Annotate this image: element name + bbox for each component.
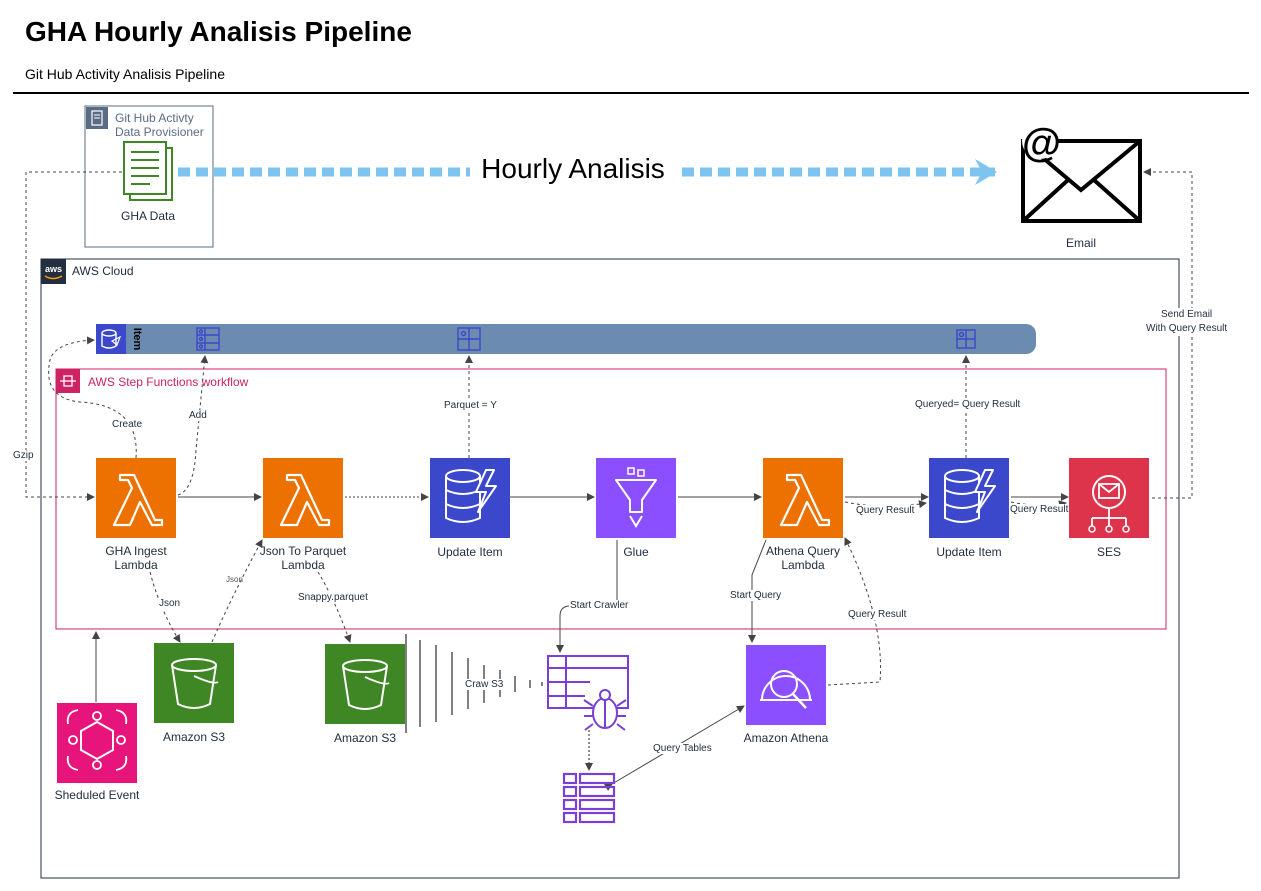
glue-icon [596,458,676,538]
aws-logo-icon [41,259,66,284]
edge-label-query-tables: Query Tables [652,743,713,754]
athena-lambda-label: Athena Query Lambda [765,544,841,572]
gha-data-document-icon [123,141,173,201]
edge-label-query-result-3: Query Result [847,609,908,620]
aws-cloud-label: AWS Cloud [72,264,134,278]
item-grid-icon-2 [956,329,976,349]
svg-text:@: @ [1022,121,1061,165]
step-functions-group [55,368,1167,630]
s3-icon-json [154,643,234,723]
update-item-1-label: Update Item [437,545,503,559]
step-functions-label: AWS Step Functions workflow [88,375,249,389]
ses-icon [1069,458,1149,538]
parquet-lambda-label: Json To Parquet Lambda [259,544,347,572]
s3-json-label: Amazon S3 [162,730,226,744]
glue-crawler-icon [547,655,629,731]
lambda-icon-athena-query [763,458,843,538]
lambda-icon-ingest [96,458,176,538]
item-tag [128,324,146,354]
email-label: Email [1065,236,1096,250]
athena-icon [746,645,826,725]
ingest-lambda-label: GHA Ingest Lambda [105,544,167,572]
edge-label-snappy: Snappy.parquet [297,592,369,603]
aws-cloud-group [40,258,1180,879]
edge-label-json: Json [158,598,182,609]
edge-label-json-small: Json [226,575,243,584]
dynamodb-table-bar [96,324,1036,354]
dynamodb-table-icon [96,324,126,354]
provisioner-group-label: Git Hub Activty Data Provisioner [115,111,204,139]
ses-label: SES [1096,545,1121,559]
header-divider [13,92,1249,94]
edge-label-start-crawler: Start Crawler [569,600,630,611]
dynamodb-icon-update-2 [929,458,1009,538]
gha-data-label: GHA Data [120,209,176,223]
athena-label: Amazon Athena [743,731,829,745]
scheduled-event-label: Sheduled Event [54,788,140,802]
scheduled-event-icon [57,703,137,783]
item-grid-icon-1 [457,327,481,351]
item-tag-label: Item [131,327,143,351]
page-subtitle: Git Hub Activity Analisis Pipeline [25,66,225,82]
email-icon: @ [1021,121,1142,223]
lambda-icon-parquet [263,458,343,538]
svg-text:aws: aws [45,264,62,274]
edge-label-add: Add [188,410,208,421]
hourly-analisis-label: Hourly Analisis [481,153,665,184]
edge-label-query-result-1: Query Result [855,505,916,516]
edge-label-send-email: Send Email With Query Result [1145,308,1229,336]
edge-label-gzip: Gzip [12,450,35,461]
edge-label-start-query: Start Query [729,590,783,601]
edge-label-create: Create [111,419,144,430]
dynamodb-icon-update-1 [430,458,510,538]
s3-parquet-label: Amazon S3 [333,731,397,745]
edge-label-parquet-y: Parquet = Y [443,400,498,411]
page-title: GHA Hourly Analisis Pipeline [25,16,412,47]
update-item-2-label: Update Item [936,545,1002,559]
edge-label-query-result-2: Query Result [1009,504,1070,515]
attributes-icon [196,327,220,351]
glue-label: Glue [623,545,649,559]
edge-label-craw-s3: Craw S3 [464,679,505,690]
edge-label-queryed: Queryed= Query Result [914,399,1022,410]
s3-icon-parquet [325,644,405,724]
data-catalog-icon [562,772,616,824]
